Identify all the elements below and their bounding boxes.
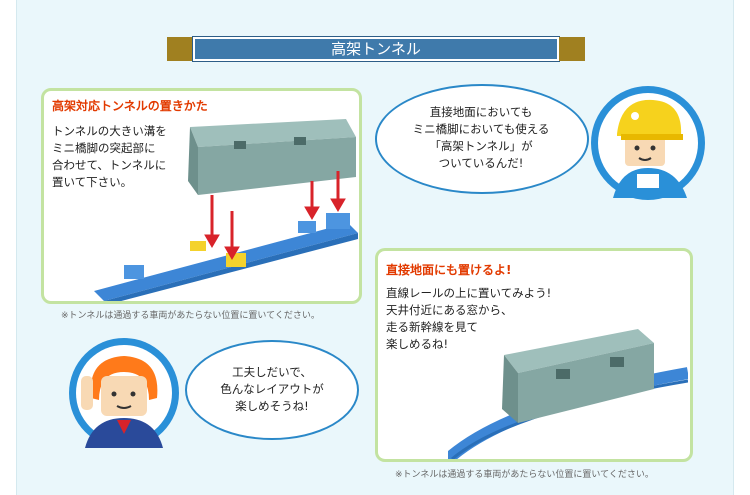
tunnel-side	[502, 355, 518, 423]
ground-line: 走る新幹線を見て	[386, 320, 478, 334]
girl-speech-line: 工夫しだいで、	[232, 365, 312, 379]
placement-line: トンネルの大きい溝を	[52, 124, 167, 138]
tunnel-top	[504, 329, 654, 373]
placement-line: 合わせて、トンネルに	[52, 158, 167, 172]
content-area: 高架トンネル 高架対応トンネルの置きかた トンネルの大きい溝を ミニ橋脚の突起部…	[16, 0, 734, 495]
title-banner: 高架トンネル	[167, 37, 585, 61]
mini-pier	[298, 221, 316, 233]
tunnel-on-rail-illustration	[448, 329, 688, 459]
tunnel-top	[190, 119, 356, 147]
placement-note: ※トンネルは通過する車両があたらない位置に置いてください。	[61, 311, 320, 321]
tunnel-front	[198, 137, 356, 195]
speech-bubble-boy	[375, 84, 589, 194]
tunnel-window	[610, 357, 624, 367]
pier-connector-yellow	[226, 253, 246, 267]
banner-cap-left	[167, 37, 193, 61]
boy-speech-line: 直接地面においても	[429, 105, 533, 119]
banner-bar	[193, 37, 559, 61]
boy-speech-line: ミニ橋脚においても使える	[412, 122, 550, 136]
boy-character-icon	[598, 93, 698, 198]
boy-avatar	[591, 86, 705, 200]
ground-heading: 直接地面にも置けるよ!	[386, 263, 512, 277]
girl-speech: 工夫しだいで、 色んなレイアウトが 楽しめそうね!	[189, 364, 355, 415]
tunnel-window	[294, 137, 306, 145]
placement-line: ミニ橋脚の突起部に	[52, 141, 156, 155]
speech-bubble-girl	[185, 340, 359, 440]
banner-title: 高架トンネル	[331, 40, 421, 58]
girl-speech-line: 色んなレイアウトが	[220, 382, 324, 396]
ground-line: 天井付近にある窓から、	[386, 303, 513, 317]
placement-heading: 高架対応トンネルの置きかた	[52, 99, 208, 113]
tunnel-window	[234, 141, 246, 149]
girl-avatar	[69, 338, 179, 448]
boy-speech-line: 「高架トンネル」が	[429, 139, 533, 153]
tunnel-side	[188, 127, 198, 195]
placement-panel: 高架対応トンネルの置きかた トンネルの大きい溝を ミニ橋脚の突起部に 合わせて、…	[41, 88, 362, 304]
mini-pier	[326, 213, 350, 229]
ground-note: ※トンネルは通過する車両があたらない位置に置いてください。	[395, 470, 654, 480]
girl-speech-line: 楽しめそうね!	[235, 399, 309, 413]
ground-text: 直線レールの上に置いてみよう! 天井付近にある窓から、 走る新幹線を見て 楽しめ…	[386, 285, 551, 353]
placement-line: 置いて下さい。	[52, 175, 133, 189]
banner-cap-right	[559, 37, 585, 61]
mini-pier	[124, 265, 144, 279]
girl-character-icon	[76, 345, 172, 448]
boy-speech: 直接地面においても ミニ橋脚においても使える 「高架トンネル」が ついているんだ…	[381, 104, 581, 172]
placement-text: トンネルの大きい溝を ミニ橋脚の突起部に 合わせて、トンネルに 置いて下さい。	[52, 123, 167, 191]
placement-arrows	[204, 171, 346, 260]
tunnel-window	[556, 369, 570, 379]
ground-line: 楽しめるね!	[386, 337, 449, 351]
ground-line: 直線レールの上に置いてみよう!	[386, 286, 552, 300]
boy-speech-line: ついているんだ!	[438, 156, 524, 170]
ground-placement-panel: 直接地面にも置けるよ! 直線レールの上に置いてみよう! 天井付近にある窓から、 …	[375, 248, 693, 462]
pier-connector-yellow	[190, 241, 206, 251]
tunnel-on-pier-illustration	[94, 119, 358, 301]
